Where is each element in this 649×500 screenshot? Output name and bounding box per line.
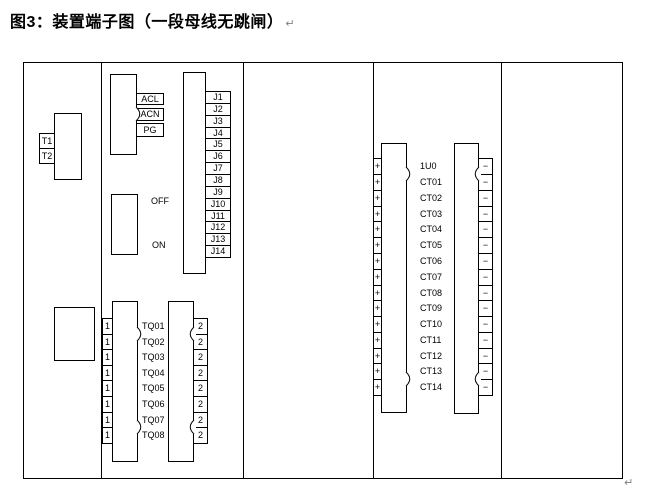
tq-pin-right: 2 [193,365,208,381]
ct-pin-plus: + [373,300,382,317]
j-terminal: J11 [205,210,231,222]
ct-pin-plus: + [373,174,382,191]
switch-off-label: OFF [151,196,169,206]
ct-label: CT05 [420,240,443,250]
ct-pin-plus: + [373,190,382,207]
connector-notch-tq-left-bottom [135,419,142,435]
ct-pin-plus: + [373,269,382,286]
j-terminal-strip [183,72,206,274]
tq-pin-right: 2 [193,427,208,444]
ct-label: CT02 [420,193,443,203]
j-terminal: J5 [205,138,231,151]
ct-pin-minus: − [478,206,493,222]
ct-label: CT14 [420,382,443,392]
ct-label: CT06 [420,256,443,266]
ct-pin-minus: − [478,379,493,396]
ct-label: CT07 [420,272,443,282]
t-terminal-block [54,113,82,180]
connector-notch-ct-left-top [404,166,411,182]
tq-label: TQ07 [142,415,165,425]
ct-pin-plus: + [373,158,382,175]
ct-label: CT01 [420,177,443,187]
connector-notch-tq-right-bottom [189,419,196,435]
ct-label: CT08 [420,288,443,298]
panel-divider-2 [243,62,244,479]
figure-caption: 图3：装置端子图（一段母线无跳闸）↵ [10,8,295,32]
connector-notch-acn [134,106,141,122]
tq-pin-left: 1 [102,427,113,444]
ct-pin-minus: − [478,316,493,333]
acl-pin: ACL [136,93,164,105]
tq-pin-right: 2 [193,396,208,413]
ct-pin-plus: + [373,363,382,380]
ct-pin-plus: + [373,316,382,333]
tq-pin-right: 2 [193,380,208,397]
ct-label: CT09 [420,303,443,313]
tq-pin-left: 1 [102,349,113,366]
tq-pin-left: 1 [102,334,113,350]
ct-pin-plus: + [373,253,382,270]
tq-pin-left: 1 [102,380,113,397]
connector-notch-tq-right-top [189,326,196,342]
ct-pin-minus: − [478,221,493,238]
tq-pin-left: 1 [102,396,113,413]
tq-pin-right: 2 [193,349,208,366]
ct-pin-minus: − [478,285,493,301]
ct-pin-minus: − [478,332,493,349]
ct-label: CT11 [420,335,442,345]
power-module-block [110,74,137,155]
tq-label: TQ06 [142,399,165,409]
switch-module-block [111,194,138,255]
ct-pin-minus: − [478,190,493,207]
tq-label: TQ01 [142,321,165,331]
tq-label: TQ08 [142,430,165,440]
connector-notch-ct-right-bottom [474,371,481,387]
ct-pin-minus: − [478,237,493,254]
ct-pin-plus: + [373,285,382,301]
blank-module-block [54,307,95,361]
figure-caption-text: 图3：装置端子图（一段母线无跳闸） [10,14,284,31]
paragraph-mark-icon: ↵ [285,18,296,30]
ct-label: CT12 [420,351,443,361]
tq-label: TQ03 [142,352,165,362]
tq-pin-left: 1 [102,318,113,335]
ct-pin-plus: + [373,348,382,364]
j-terminal: J14 [205,245,231,258]
ct-pin-plus: + [373,221,382,238]
connector-notch-ct-left-bottom [404,371,411,387]
ct-pin-plus: + [373,332,382,349]
ct-label: 1U0 [420,161,437,171]
tq-label: TQ05 [142,383,165,393]
connector-notch-tq-left-top [135,326,142,342]
tq-label: TQ02 [142,337,165,347]
t2-pin: T2 [39,148,55,164]
ct-label: CT13 [420,366,443,376]
connector-notch-ct-right-top [474,166,481,182]
ct-pin-minus: − [478,269,493,286]
tq-label: TQ04 [142,368,165,378]
ct-pin-minus: − [478,253,493,270]
tq-pin-left: 1 [102,365,113,381]
pg-pin: PG [136,123,164,137]
ct-label: CT04 [420,224,443,234]
switch-on-label: ON [152,240,166,250]
ct-label: CT10 [420,319,443,329]
ct-pin-minus: − [478,300,493,317]
ct-pin-plus: + [373,379,382,396]
ct-pin-plus: + [373,206,382,222]
ct-label: CT03 [420,209,443,219]
ct-pin-plus: + [373,237,382,254]
panel-divider-1 [101,62,102,479]
tq-pin-left: 1 [102,412,113,428]
t1-pin: T1 [39,133,55,149]
panel-divider-4 [501,62,502,479]
ct-pin-minus: − [478,348,493,364]
paragraph-mark-icon: ↵ [624,477,634,489]
